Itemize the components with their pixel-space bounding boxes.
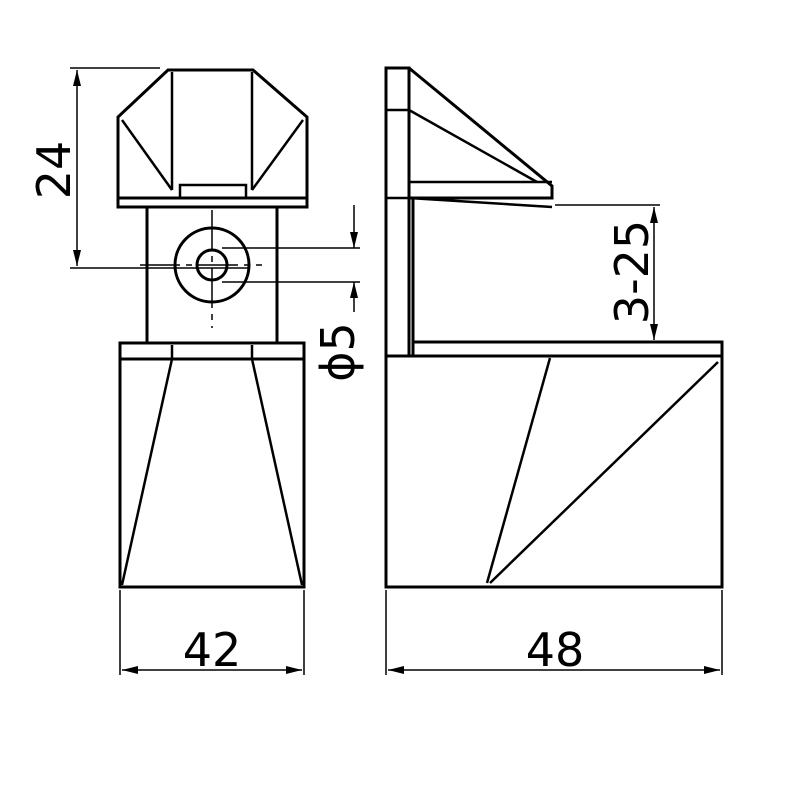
dimension-depth-48: 48 bbox=[385, 590, 723, 677]
dimension-label-48: 48 bbox=[526, 623, 585, 677]
dimension-label-phi5: ϕ5 bbox=[311, 322, 365, 382]
dimension-hole-diameter: ϕ5 bbox=[222, 205, 365, 382]
front-lower-body bbox=[118, 341, 306, 589]
front-top-clamp bbox=[116, 68, 309, 209]
dimension-clamp-range: 3-25 bbox=[555, 204, 722, 343]
side-lower-jaw bbox=[384, 340, 724, 589]
dimension-label-24: 24 bbox=[27, 141, 81, 200]
side-view bbox=[384, 66, 724, 589]
front-middle-block bbox=[140, 207, 279, 343]
dimension-height-24: 24 bbox=[27, 67, 250, 269]
front-view bbox=[116, 68, 309, 589]
dimension-width-42: 42 bbox=[119, 590, 305, 677]
side-upper-jaw bbox=[408, 66, 554, 209]
dimension-label-42: 42 bbox=[183, 623, 242, 677]
dimension-label-3-25: 3-25 bbox=[605, 220, 659, 324]
